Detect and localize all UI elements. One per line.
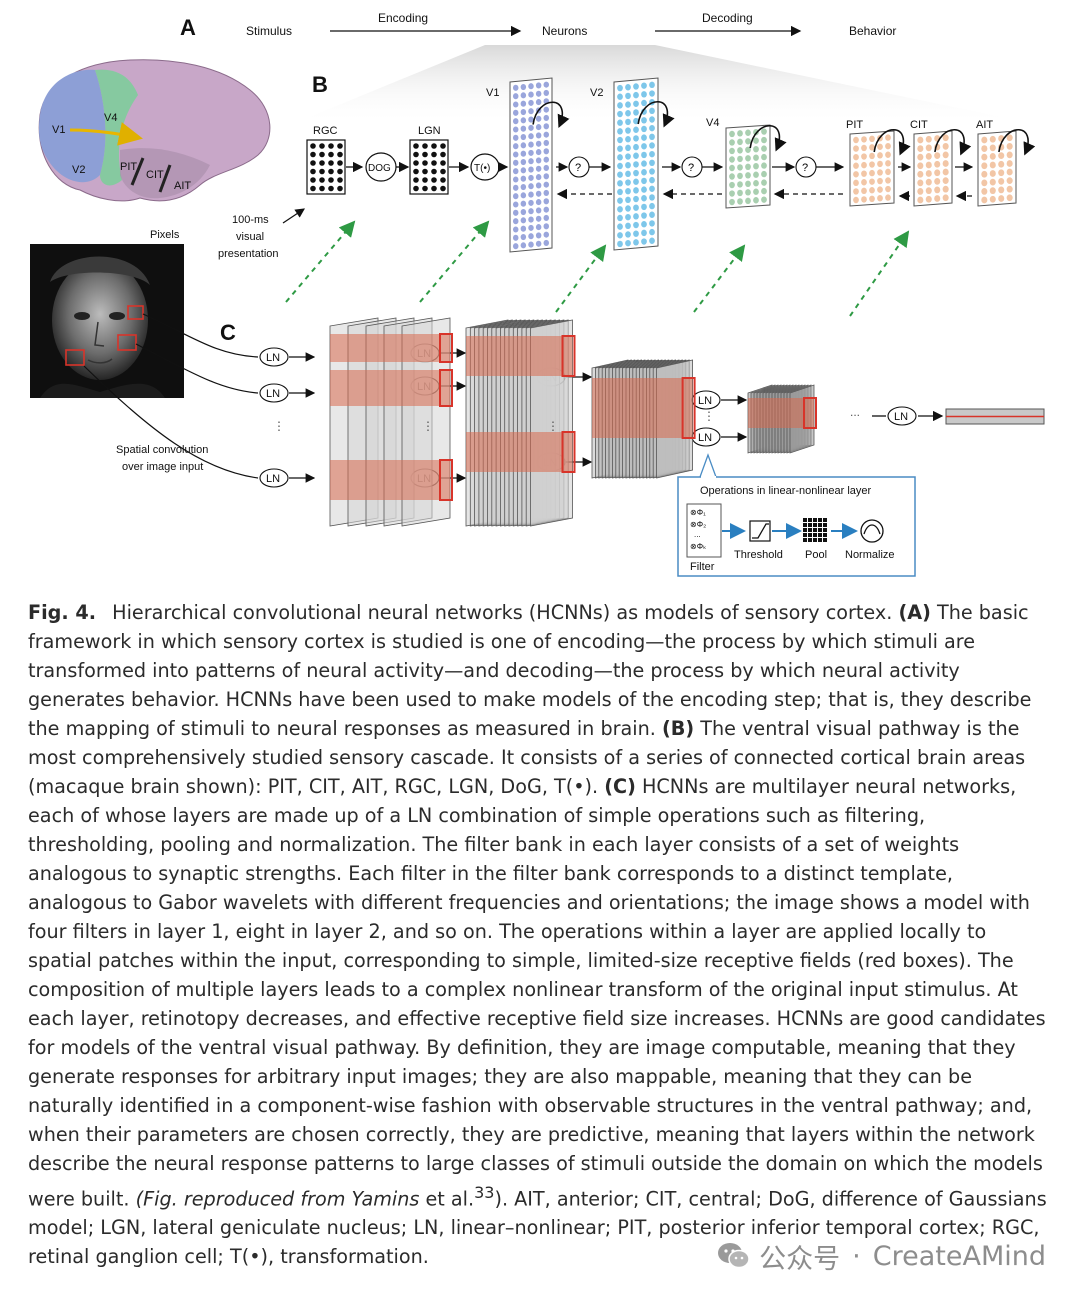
watermark-brand: 公众号 [759, 1243, 841, 1275]
feedback-arrows [556, 188, 972, 202]
stage-behavior: Behavior [849, 24, 896, 38]
wechat-icon [718, 1243, 750, 1269]
ln-node: LN [259, 347, 316, 367]
caption-intro: Hierarchical convolutional neural networ… [112, 601, 893, 624]
caption-a-mark: (A) [898, 601, 931, 624]
caption-abbrev: ). AIT, anterior; CIT, central; DoG, dif… [28, 1187, 1047, 1269]
presentation-line-1: 100-ms [232, 214, 269, 226]
cortex-v1-label: V1 [486, 87, 499, 99]
decoding-label: Decoding [702, 11, 753, 25]
operations-box: Operations in linear-nonlinear layer ⊗Φ₁… [677, 476, 916, 577]
operations-title: Operations in linear-nonlinear layer [700, 485, 872, 497]
patch-connections [83, 313, 259, 479]
rgc-label: RGC [313, 125, 338, 137]
rgc-grid [306, 139, 346, 195]
ln-node: LN [691, 390, 748, 410]
unknown-transforms: ? ? ? [556, 156, 974, 178]
layer-stack [465, 319, 576, 527]
brain-cit: CIT [146, 169, 164, 181]
ln-node: LN [691, 427, 748, 447]
panel-b-shading [290, 45, 1040, 125]
brain-v1: V1 [52, 124, 65, 136]
ellipsis-4: ⋮ [703, 409, 715, 423]
pool-icon [803, 518, 827, 542]
ellipsis-3: ⋮ [547, 419, 559, 433]
mapping-arrows [285, 220, 910, 317]
cortex-ait-label: AIT [976, 119, 993, 131]
op-pool: Pool [805, 549, 827, 561]
cortex-cit-label: CIT [910, 119, 928, 131]
cortex-v2-label: V2 [590, 87, 603, 99]
unknown-2: ? [688, 162, 694, 174]
panel-c-label: C [220, 320, 236, 345]
layer-stack [747, 384, 817, 454]
ln-node: LN [887, 406, 917, 426]
watermark-name: CreateAMind [872, 1240, 1046, 1272]
filter-term-4: ⊗Φₖ [690, 542, 707, 551]
ln-label: LN [266, 473, 280, 485]
ellipsis-2: ⋮ [422, 419, 434, 433]
unknown-1: ? [575, 162, 581, 174]
lgn-label: LGN [418, 125, 441, 137]
output-layer [945, 408, 1045, 425]
cortical-areas [509, 77, 1036, 253]
ellipsis-h: ... [850, 405, 860, 419]
stage-neurons: Neurons [542, 24, 587, 38]
macaque-brain-illustration: V1 V2 V4 PIT CIT AIT [38, 59, 271, 202]
figure-number: Fig. 4. [28, 601, 97, 624]
filter-term-3: ... [694, 530, 701, 539]
dog-label: DOG [368, 163, 391, 174]
stage-stimulus: Stimulus [246, 24, 292, 38]
spatial-conv-line-1: Spatial convolution [116, 444, 208, 456]
ln-label: LN [698, 432, 712, 444]
presentation-line-3: presentation [218, 248, 279, 260]
figure-4-diagram: A Stimulus Encoding Neurons Decoding Beh… [30, 11, 1045, 577]
filter-term-2: ⊗Φ₂ [690, 520, 706, 529]
caption-b-mark: (B) [661, 717, 695, 740]
caption-ref: 33 [474, 1183, 495, 1202]
caption-a-text: The basic framework in which sensory cor… [28, 601, 1032, 740]
transform-label: T(•) [474, 163, 490, 174]
presentation-line-2: visual [236, 231, 264, 243]
ln-label: LN [894, 411, 908, 423]
op-normalize: Normalize [845, 549, 895, 561]
spatial-conv-line-2: over image input [122, 461, 203, 473]
watermark-separator: · [852, 1240, 861, 1272]
figure-caption: Fig. 4. Hierarchical convolutional neura… [28, 598, 1052, 1271]
caption-c-mark: (C) [604, 775, 636, 798]
op-filter: Filter [690, 561, 715, 573]
input-image-portrait [30, 244, 184, 398]
panel-b-label: B [312, 72, 328, 97]
encoding-label: Encoding [378, 11, 428, 25]
lgn-grid [409, 139, 449, 195]
caption-repro: (Fig. reproduced from Yamins [135, 1187, 420, 1211]
ellipsis-1: ⋮ [273, 419, 285, 433]
cortex-v4-label: V4 [706, 117, 719, 129]
brain-v2: V2 [72, 164, 85, 176]
ln-label: LN [698, 395, 712, 407]
watermark: 公众号 · CreateAMind [717, 1236, 1046, 1276]
network-layers [329, 317, 817, 527]
ln-node: LN [259, 383, 316, 403]
brain-pit: PIT [120, 161, 137, 173]
layer-stack [329, 317, 453, 527]
caption-b-text: The ventral visual pathway is the most c… [28, 717, 1026, 798]
cortex-pit-label: PIT [846, 119, 863, 131]
brain-ait: AIT [174, 180, 191, 192]
op-threshold: Threshold [734, 549, 783, 561]
brain-v4: V4 [104, 112, 117, 124]
caption-etal: et al. [419, 1187, 475, 1211]
ln-node: LN [259, 468, 316, 488]
ln-label: LN [266, 388, 280, 400]
caption-c-text: HCNNs are multilayer neural networks, ea… [28, 775, 1046, 1211]
filter-term-1: ⊗Φ₁ [690, 508, 706, 517]
ln-label: LN [266, 352, 280, 364]
layer-stack [591, 359, 696, 479]
pixels-label: Pixels [150, 229, 180, 241]
unknown-3: ? [802, 162, 808, 174]
panel-a-label: A [180, 15, 196, 40]
normalize-icon [860, 519, 884, 543]
